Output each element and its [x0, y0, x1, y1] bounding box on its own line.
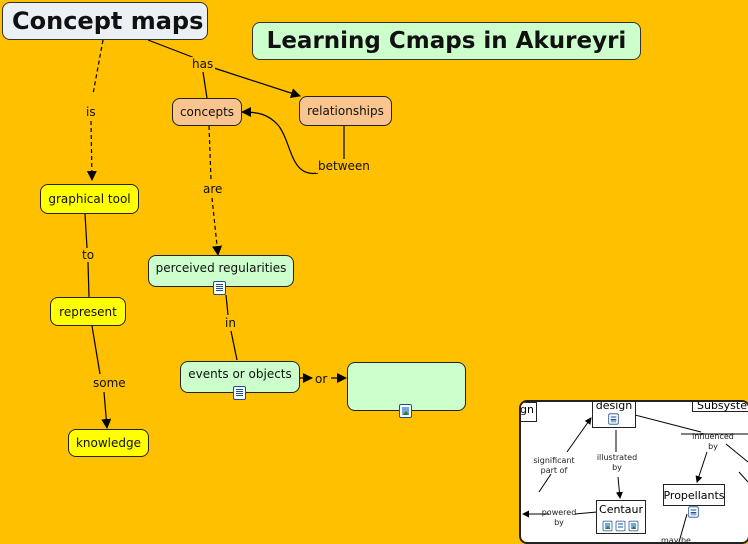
node-represent[interactable]: represent: [50, 297, 126, 326]
link-label-or: or: [313, 372, 330, 386]
preview-node-label: Centaur: [599, 503, 643, 516]
preview-link-influenced-by: influenced by: [692, 432, 734, 451]
document-icon[interactable]: [213, 281, 226, 295]
preview-node-partial: gn: [520, 402, 537, 422]
node-perceived-regularities[interactable]: perceived regularities: [148, 255, 294, 287]
node-label: events or objects: [188, 367, 292, 381]
preview-link-may-be: may be: [661, 536, 691, 544]
node-label: represent: [59, 304, 117, 319]
node-empty[interactable]: [347, 362, 466, 411]
node-relationships[interactable]: relationships: [299, 96, 392, 126]
preview-link-powered-by: powered by: [541, 508, 577, 527]
node-graphical-tool[interactable]: graphical tool: [40, 184, 139, 214]
preview-node-label: Subsyste: [697, 400, 747, 412]
node-events-or-objects[interactable]: events or objects: [180, 361, 300, 393]
node-label: graphical tool: [48, 192, 131, 206]
subtitle-text: Learning Cmaps in Akureyri: [266, 28, 627, 54]
node-label: concepts: [179, 105, 235, 119]
link-label-has: has: [190, 57, 216, 71]
node-label: knowledge: [75, 436, 142, 450]
link-label-some: some: [91, 376, 128, 390]
document-icon: [608, 413, 619, 425]
node-label: perceived regularities: [155, 261, 287, 275]
title-node-learning-cmaps[interactable]: Learning Cmaps in Akureyri: [252, 22, 641, 60]
image-icon: [628, 520, 639, 532]
link-label-to: to: [80, 248, 97, 262]
node-knowledge[interactable]: knowledge: [68, 429, 149, 457]
image-icon: [602, 520, 613, 532]
preview-node-label: design: [595, 400, 633, 412]
document-icon: [615, 520, 626, 532]
node-concepts[interactable]: concepts: [172, 98, 242, 126]
image-icon[interactable]: [399, 404, 412, 418]
cmap-preview-thumbnail[interactable]: gn design Subsyste Propellants Centaur s…: [519, 400, 748, 544]
link-label-is: is: [84, 105, 98, 119]
link-label-between: between: [316, 159, 372, 173]
preview-node-label: gn: [520, 403, 534, 416]
title-node-concept-maps[interactable]: Concept maps: [2, 2, 208, 40]
title-text: Concept maps: [12, 7, 204, 35]
preview-node-subsystem: Subsyste: [692, 400, 748, 412]
node-label: relationships: [307, 104, 384, 118]
preview-node-label: Propellants: [663, 488, 725, 502]
document-icon[interactable]: [233, 386, 246, 400]
preview-lines: [522, 413, 748, 542]
preview-link-significant-part-of: significant part of: [533, 456, 575, 475]
preview-link-illustrated-by: illustrated by: [596, 453, 638, 472]
link-label-in: in: [223, 316, 238, 330]
preview-node-propellants: Propellants: [663, 484, 725, 506]
document-icon: [688, 506, 699, 518]
link-label-are: are: [201, 182, 225, 196]
